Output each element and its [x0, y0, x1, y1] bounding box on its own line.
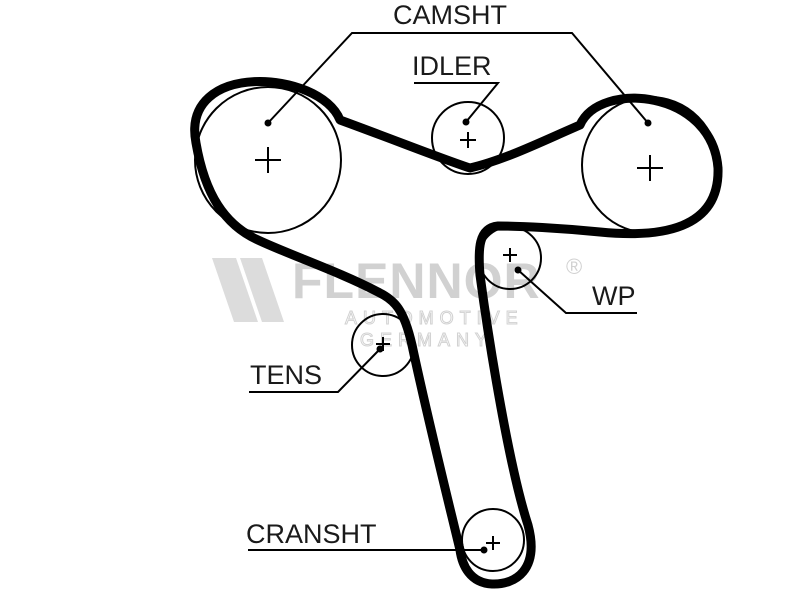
- camshaft-pulley-left: [194, 86, 342, 234]
- watermark-logo-mark: [240, 258, 284, 322]
- tensioner-leader: [249, 348, 381, 393]
- idler-label: IDLER: [412, 51, 492, 81]
- watermark-line1: AUTOMOTIVE: [345, 308, 524, 328]
- watermark-registered-mark: ®: [566, 254, 582, 279]
- watermark-line2: GERMANY: [360, 330, 493, 350]
- idler-pulley: [431, 101, 505, 175]
- watermark-brand: FLENNOR: [292, 253, 541, 309]
- watermark-logo-mark: [212, 258, 258, 322]
- water-pump-pulley: [478, 226, 542, 290]
- camshaft-label: CAMSHT: [393, 0, 507, 30]
- water-pump-label: WP: [592, 281, 636, 311]
- idler-leader: [414, 82, 501, 123]
- crankshaft-label: CRANSHT: [246, 519, 377, 549]
- tensioner-label: TENS: [250, 360, 322, 390]
- leader-lines: [248, 32, 652, 554]
- crankshaft-pulley: [461, 508, 525, 572]
- camshaft-leader: [267, 32, 649, 124]
- watermark: FLENNOR ® AUTOMOTIVE GERMANY: [212, 253, 582, 351]
- camshaft-pulley-right: [581, 96, 719, 234]
- water-pump-leader: [517, 269, 637, 314]
